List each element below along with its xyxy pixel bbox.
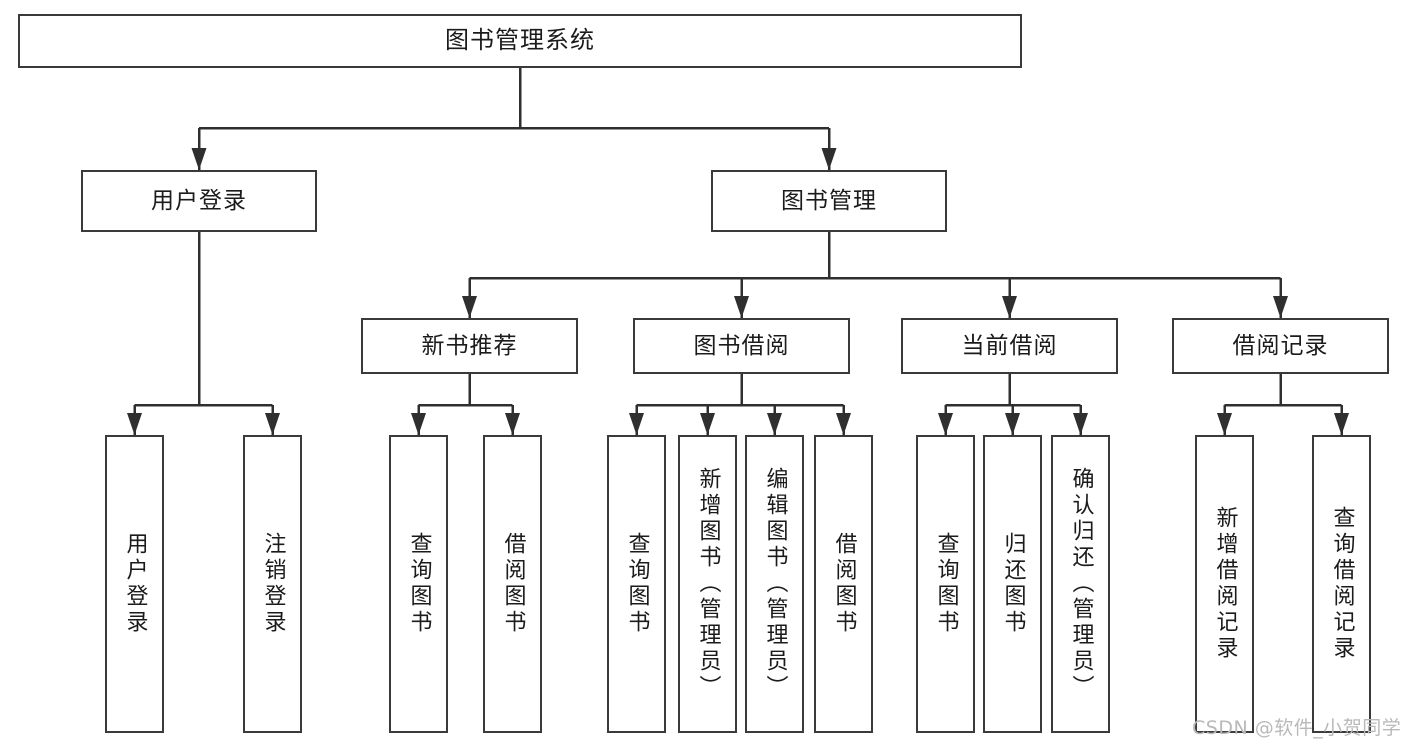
- node-label: 查询图书: [624, 532, 650, 636]
- node-label: 借阅记录: [1232, 332, 1329, 359]
- node-label: 用户登录: [151, 187, 247, 214]
- node-label: 查询图书: [933, 532, 959, 636]
- node-leaf-logout[interactable]: 注销登录: [243, 435, 302, 733]
- node-label: 借阅图书: [831, 532, 857, 636]
- node-leaf-edit-book[interactable]: 编辑图书（管理员）: [745, 435, 804, 733]
- node-label: 图书借阅: [693, 332, 790, 359]
- node-label: 查询图书: [406, 532, 432, 636]
- node-leaf-user-login[interactable]: 用户登录: [105, 435, 164, 733]
- node-label: 图书管理: [781, 187, 877, 214]
- node-label: 图书管理系统: [445, 26, 595, 55]
- node-leaf-borrow-book[interactable]: 借阅图书: [814, 435, 873, 733]
- node-label: 新书推荐: [421, 332, 518, 359]
- node-leaf-query-book-cur[interactable]: 查询图书: [916, 435, 975, 733]
- node-leaf-add-record[interactable]: 新增借阅记录: [1195, 435, 1254, 733]
- node-book-borrow[interactable]: 图书借阅: [633, 318, 850, 374]
- node-user-login[interactable]: 用户登录: [81, 170, 317, 232]
- node-leaf-query-record[interactable]: 查询借阅记录: [1312, 435, 1371, 733]
- node-label: 新增图书（管理员）: [695, 467, 721, 701]
- node-label: 确认归还（管理员）: [1068, 467, 1094, 701]
- node-root[interactable]: 图书管理系统: [18, 14, 1022, 68]
- node-label: 归还图书: [1000, 532, 1026, 636]
- node-new-book-rec[interactable]: 新书推荐: [361, 318, 578, 374]
- node-leaf-query-book-borrow[interactable]: 查询图书: [607, 435, 666, 733]
- node-label: 编辑图书（管理员）: [762, 467, 788, 701]
- node-book-manage[interactable]: 图书管理: [711, 170, 947, 232]
- node-borrow-record[interactable]: 借阅记录: [1172, 318, 1389, 374]
- node-label: 查询借阅记录: [1329, 506, 1355, 662]
- node-label: 借阅图书: [500, 532, 526, 636]
- node-leaf-add-book[interactable]: 新增图书（管理员）: [678, 435, 737, 733]
- node-label: 当前借阅: [961, 332, 1058, 359]
- node-current-borrow[interactable]: 当前借阅: [901, 318, 1118, 374]
- node-leaf-query-book-rec[interactable]: 查询图书: [389, 435, 448, 733]
- node-leaf-borrow-book-rec[interactable]: 借阅图书: [483, 435, 542, 733]
- node-leaf-return-book[interactable]: 归还图书: [983, 435, 1042, 733]
- node-label: 注销登录: [260, 532, 286, 636]
- node-label: 新增借阅记录: [1212, 506, 1238, 662]
- node-leaf-confirm-return[interactable]: 确认归还（管理员）: [1051, 435, 1110, 733]
- node-label: 用户登录: [122, 532, 148, 636]
